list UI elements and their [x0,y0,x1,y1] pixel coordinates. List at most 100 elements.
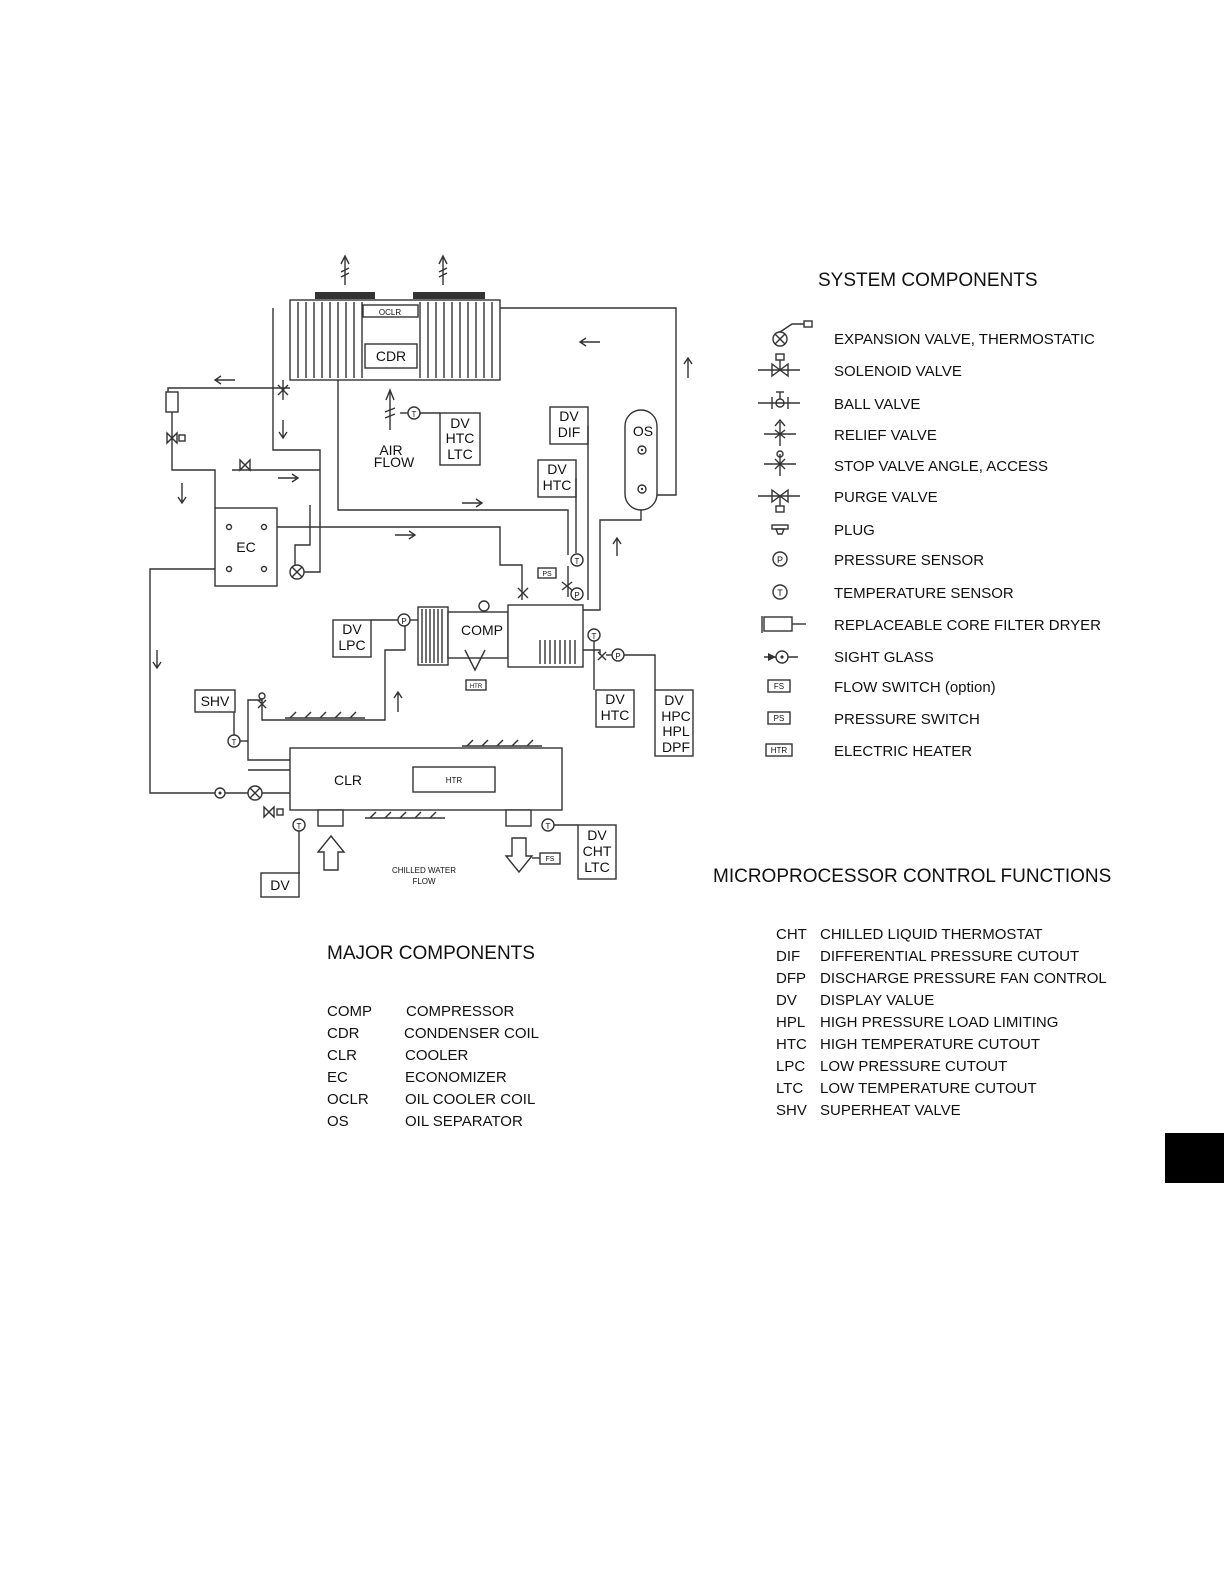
component-label: COMPRESSOR [406,1003,515,1020]
compressor: COMP HTR [417,600,584,691]
tag-text: HPL [662,723,689,739]
sensor-glyph: T [232,738,237,747]
relief-valve-icon [764,418,796,446]
component-code: OCLR [327,1091,369,1108]
function-label: HIGH PRESSURE LOAD LIMITING [820,1014,1058,1031]
tag-dv-cht-ltc [577,824,617,880]
expansion-valve-icon [247,564,305,801]
sensor-glyph: P [574,591,579,600]
tag-text: HTC [601,707,630,723]
legend-label: FLOW SWITCH (option) [834,679,996,696]
tag-dv [260,872,300,898]
function-code: DIF [776,948,800,965]
tag-text: DV [664,692,684,708]
stop-valve-icon [764,450,796,476]
tag-text: DV [547,461,567,477]
sensor-glyph: T [575,557,580,566]
legend-label: TEMPERATURE SENSOR [834,585,1014,602]
component-label: COOLER [405,1047,469,1064]
legend-label: BALL VALVE [834,396,920,413]
legend-label: PRESSURE SWITCH [834,711,980,728]
tag-text: DV [270,877,290,893]
water-out-arrow-icon [504,837,534,874]
tag-text: HTC [543,477,572,493]
comp-heater-label: HTR [470,684,483,690]
flow-direction-arrows [152,337,693,712]
htr-glyph: HTR [771,746,788,755]
legend-label: SOLENOID VALVE [834,363,962,380]
tag-text: DIF [558,424,581,440]
component-code: COMP [327,1003,372,1020]
function-code: LTC [776,1080,803,1097]
function-label: CHILLED LIQUID THERMOSTAT [820,926,1043,943]
tag-text: LTC [447,446,472,462]
component-label: OIL SEPARATOR [405,1113,523,1130]
legend-label: REPLACEABLE CORE FILTER DRYER [834,617,1101,634]
tag-text: HTC [446,430,475,446]
tag-dv-htc-lower [595,689,635,728]
refrigerant-piping [149,307,677,794]
component-code: OS [327,1113,349,1130]
tag-text: DV [559,408,579,424]
function-code: HPL [776,1014,805,1031]
flow-switch-icon [539,852,561,865]
chilled-water-label-1: CHILLED WATER [392,866,456,875]
tag-dv-lpc [332,619,372,658]
sensor-glyph: P [777,555,783,565]
legend-label: STOP VALVE ANGLE, ACCESS [834,458,1048,475]
tag-text: HPC [661,708,691,724]
function-label: LOW PRESSURE CUTOUT [820,1058,1007,1075]
ps-glyph: PS [774,714,785,723]
sight-glass-icon [764,650,798,664]
function-label: DISCHARGE PRESSURE FAN CONTROL [820,970,1107,987]
pressure-sensor-icon: P [772,551,788,567]
function-label: SUPERHEAT VALVE [820,1102,961,1119]
pressure-sensor-icon [570,587,584,601]
cooler: CLR HTR [289,747,563,827]
tag-text: DPF [662,739,690,755]
clr-label: CLR [334,772,362,788]
flow-switch-icon: FS [767,679,791,693]
schematic: OCLR CDR AIR FLOW T DV HTC LTC OS [149,254,694,898]
economizer: EC [214,507,278,587]
tag-dv-dif [549,406,589,445]
function-label: DISPLAY VALUE [820,992,934,1009]
function-code: DFP [776,970,806,987]
cdr-label: CDR [376,348,406,364]
tag-text: DV [605,691,625,707]
condenser-coil: OCLR CDR [289,292,501,381]
system-components-title: SYSTEM COMPONENTS [818,270,1038,291]
legend-label: EXPANSION VALVE, THERMOSTATIC [834,331,1095,348]
oil-separator: OS [624,409,658,511]
stop-valve-icon [257,384,607,709]
plug-icon [771,524,789,535]
sensor-glyph: T [297,822,302,831]
expansion-valve-icon [772,320,813,347]
major-components-legend: MAJOR COMPONENTS COMP COMPRESSOR CDR CON… [327,943,539,1130]
shv-label: SHV [201,693,230,709]
section-thumb-tab [1165,1133,1224,1183]
function-label: HIGH TEMPERATURE CUTOUT [820,1036,1040,1053]
tag-dv-htc-ltc [439,412,481,466]
function-code: SHV [776,1102,807,1119]
tag-text: DV [587,827,607,843]
ps-glyph: PS [542,571,552,578]
tag-text: LTC [584,859,609,875]
air-flow-label-2: FLOW [374,454,415,470]
sensor-glyph: T [592,632,597,641]
tag-text: DV [342,621,362,637]
fs-glyph: FS [774,682,784,691]
legend-label: PURGE VALVE [834,489,938,506]
sensor-glyph: P [401,617,406,626]
comp-label: COMP [461,622,503,638]
water-in-arrow-icon [316,834,346,871]
component-label: ECONOMIZER [405,1069,507,1086]
legend-label: PRESSURE SENSOR [834,552,984,569]
os-label: OS [633,423,653,439]
tag-dv-hpc-hpl-dpf [654,689,694,757]
control-functions-title: MICROPROCESSOR CONTROL FUNCTIONS [713,866,1111,887]
component-code: EC [327,1069,348,1086]
component-label: OIL COOLER COIL [405,1091,535,1108]
fs-glyph: FS [546,856,555,863]
